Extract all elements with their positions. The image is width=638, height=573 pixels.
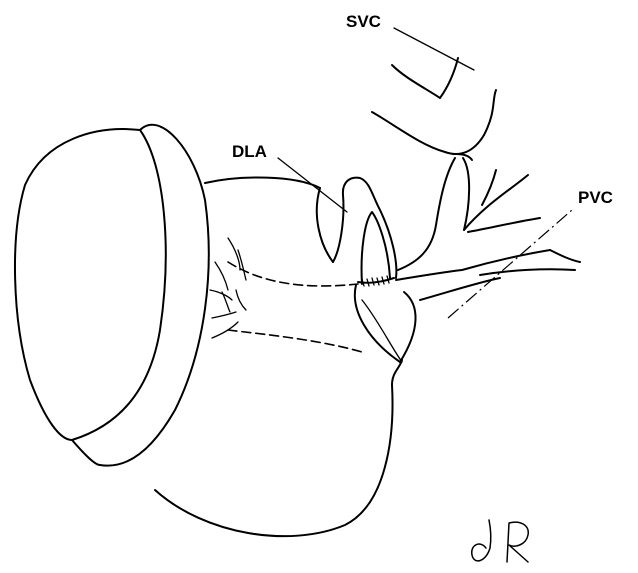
fan-lines — [210, 238, 246, 338]
svc-label: SVC — [346, 12, 381, 31]
svc-vessel — [372, 58, 496, 160]
atrial-band — [72, 125, 209, 466]
signature-mark — [472, 520, 529, 562]
dla-structure — [333, 178, 396, 284]
common-vein — [355, 270, 462, 362]
pvc-label: PVC — [578, 188, 613, 207]
dla-label: DLA — [232, 142, 267, 161]
vein-connection — [398, 158, 469, 270]
dla-leader-line — [278, 158, 347, 212]
dashed-channel — [228, 262, 362, 352]
suture-line — [358, 276, 394, 286]
svc-leader-line — [394, 28, 474, 70]
heart-outline — [15, 129, 166, 440]
